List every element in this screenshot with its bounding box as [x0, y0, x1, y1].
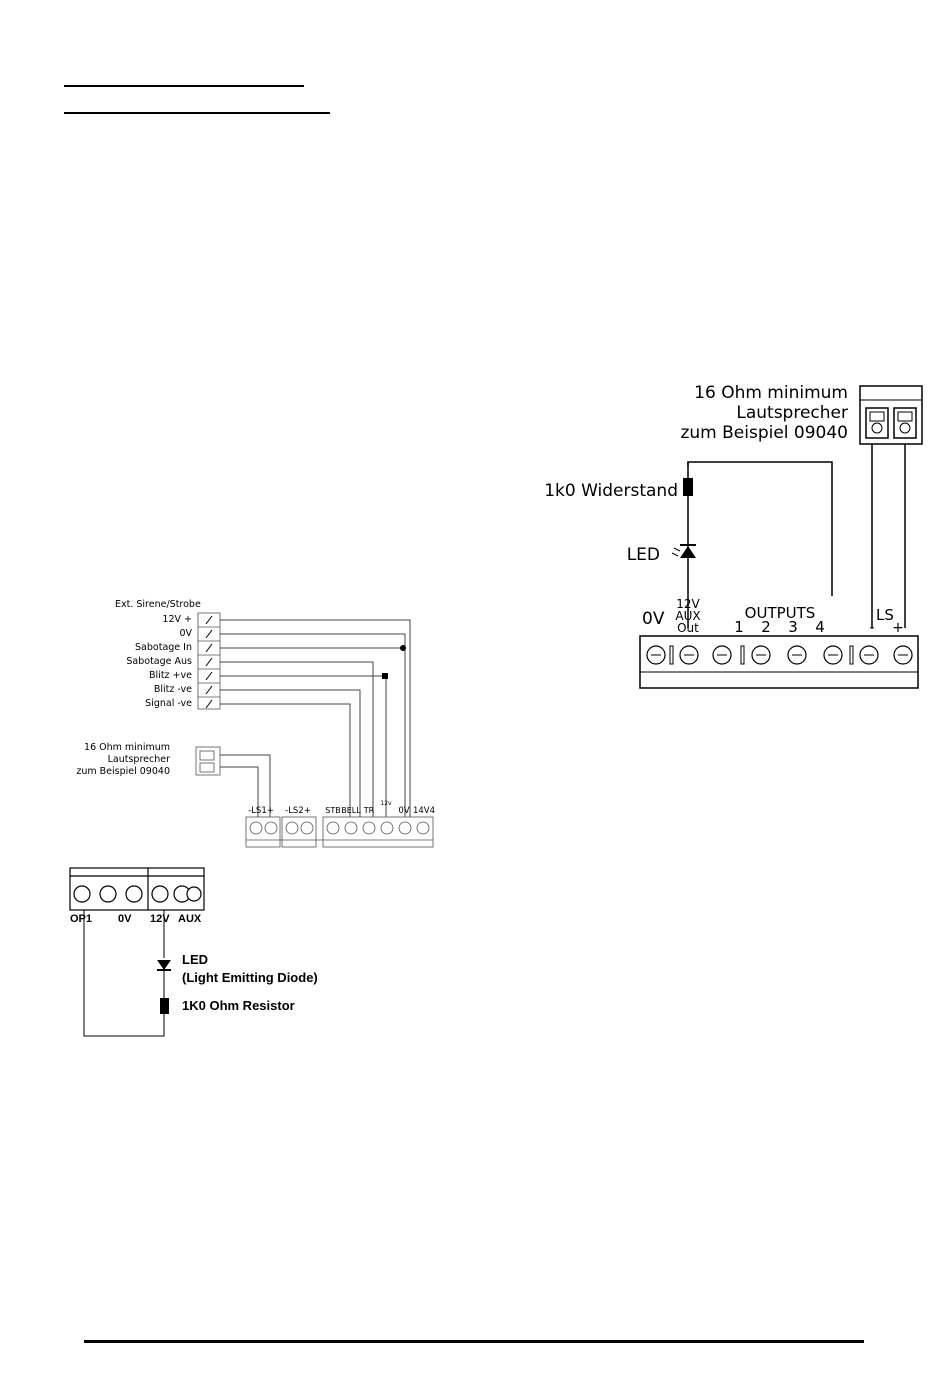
- aux-label-line3: Out: [677, 621, 699, 635]
- left-speaker-line3: zum Beispiel 09040: [76, 766, 170, 777]
- bottom-label-12v: 12V: [150, 913, 170, 925]
- aux-label-line2: AUX: [675, 609, 700, 623]
- left-speaker-connector: [195, 746, 221, 776]
- zero-v-label: 0V: [642, 609, 665, 629]
- left-speaker-line1: 16 Ohm minimum: [84, 742, 170, 753]
- siren-title: Ext. Sirene/Strobe: [115, 599, 201, 610]
- terminal-label-2: 0V: [179, 628, 192, 639]
- terminal-label-6: Blitz -ve: [154, 684, 192, 695]
- bottom-label-op1: OP1: [70, 913, 92, 925]
- terminal-label-1: 12V +: [162, 614, 192, 625]
- terminal-block: [639, 635, 919, 689]
- ls-label: LS: [876, 606, 894, 624]
- bottom-terminal-strip: [69, 867, 205, 911]
- board-label-ls2: -LS2+: [285, 806, 311, 816]
- speaker-label-line3: zum Beispiel 09040: [680, 423, 848, 443]
- output-4-label: 4: [815, 618, 825, 636]
- aux-label-line1: 12V: [676, 597, 700, 611]
- speaker-label-line2: Lautsprecher: [736, 403, 848, 423]
- output-2-label: 2: [761, 618, 771, 636]
- header-rule-1: [64, 85, 304, 87]
- header-rule-2: [64, 112, 330, 114]
- bottom-resistor-label: 1K0 Ohm Resistor: [182, 998, 295, 1013]
- led-symbol: [671, 544, 696, 558]
- bottom-led-diagram: OP1 0V 12V AUX LED (Light Emitting Diode…: [69, 867, 318, 1037]
- output-1-label: 1: [734, 618, 744, 636]
- speaker-label-line1: 16 Ohm minimum: [694, 383, 848, 403]
- terminal-label-7: Signal -ve: [145, 698, 192, 709]
- terminal-label-3: Sabotage In: [135, 642, 192, 653]
- board-label-14v4: 14V4: [413, 806, 435, 816]
- board-label-12v: 12v: [380, 800, 392, 807]
- led-label: LED: [627, 545, 660, 565]
- bottom-led-line2: (Light Emitting Diode): [182, 970, 318, 985]
- board-label-0v: 0V: [398, 806, 409, 816]
- right-wiring-diagram: 16 Ohm minimum Lautsprecher zum Beispiel…: [544, 383, 923, 689]
- board-label-stb: STB: [325, 806, 340, 815]
- outputs-label: OUTPUTS: [745, 604, 816, 622]
- speaker-connector: [859, 385, 923, 445]
- bottom-label-aux: AUX: [178, 913, 202, 925]
- left-wiring-diagram: Ext. Sirene/Strobe 12V + 0V Sabotage In …: [76, 599, 435, 848]
- terminal-label-4: Sabotage Aus: [126, 656, 192, 667]
- ls-minus-label: -: [869, 620, 874, 636]
- left-speaker-line2: Lautsprecher: [108, 754, 170, 765]
- bottom-resistor-symbol: [160, 998, 169, 1014]
- bottom-led-line1: LED: [182, 952, 208, 967]
- ls-plus-label: +: [892, 620, 904, 636]
- terminal-label-5: Blitz +ve: [149, 670, 192, 681]
- board-label-tr: TR: [363, 806, 375, 815]
- siren-terminal-strip: [197, 612, 221, 710]
- board-terminal-strip: [245, 816, 434, 848]
- bottom-led-symbol: [157, 960, 171, 971]
- footer-rule: [84, 1340, 864, 1343]
- resistor-label: 1k0 Widerstand: [544, 481, 678, 501]
- bottom-label-0v: 0V: [118, 913, 132, 925]
- board-label-bell: BELL: [341, 806, 361, 815]
- board-label-ls1: -LS1+: [248, 806, 274, 816]
- output-3-label: 3: [788, 618, 798, 636]
- resistor-symbol: [683, 478, 693, 496]
